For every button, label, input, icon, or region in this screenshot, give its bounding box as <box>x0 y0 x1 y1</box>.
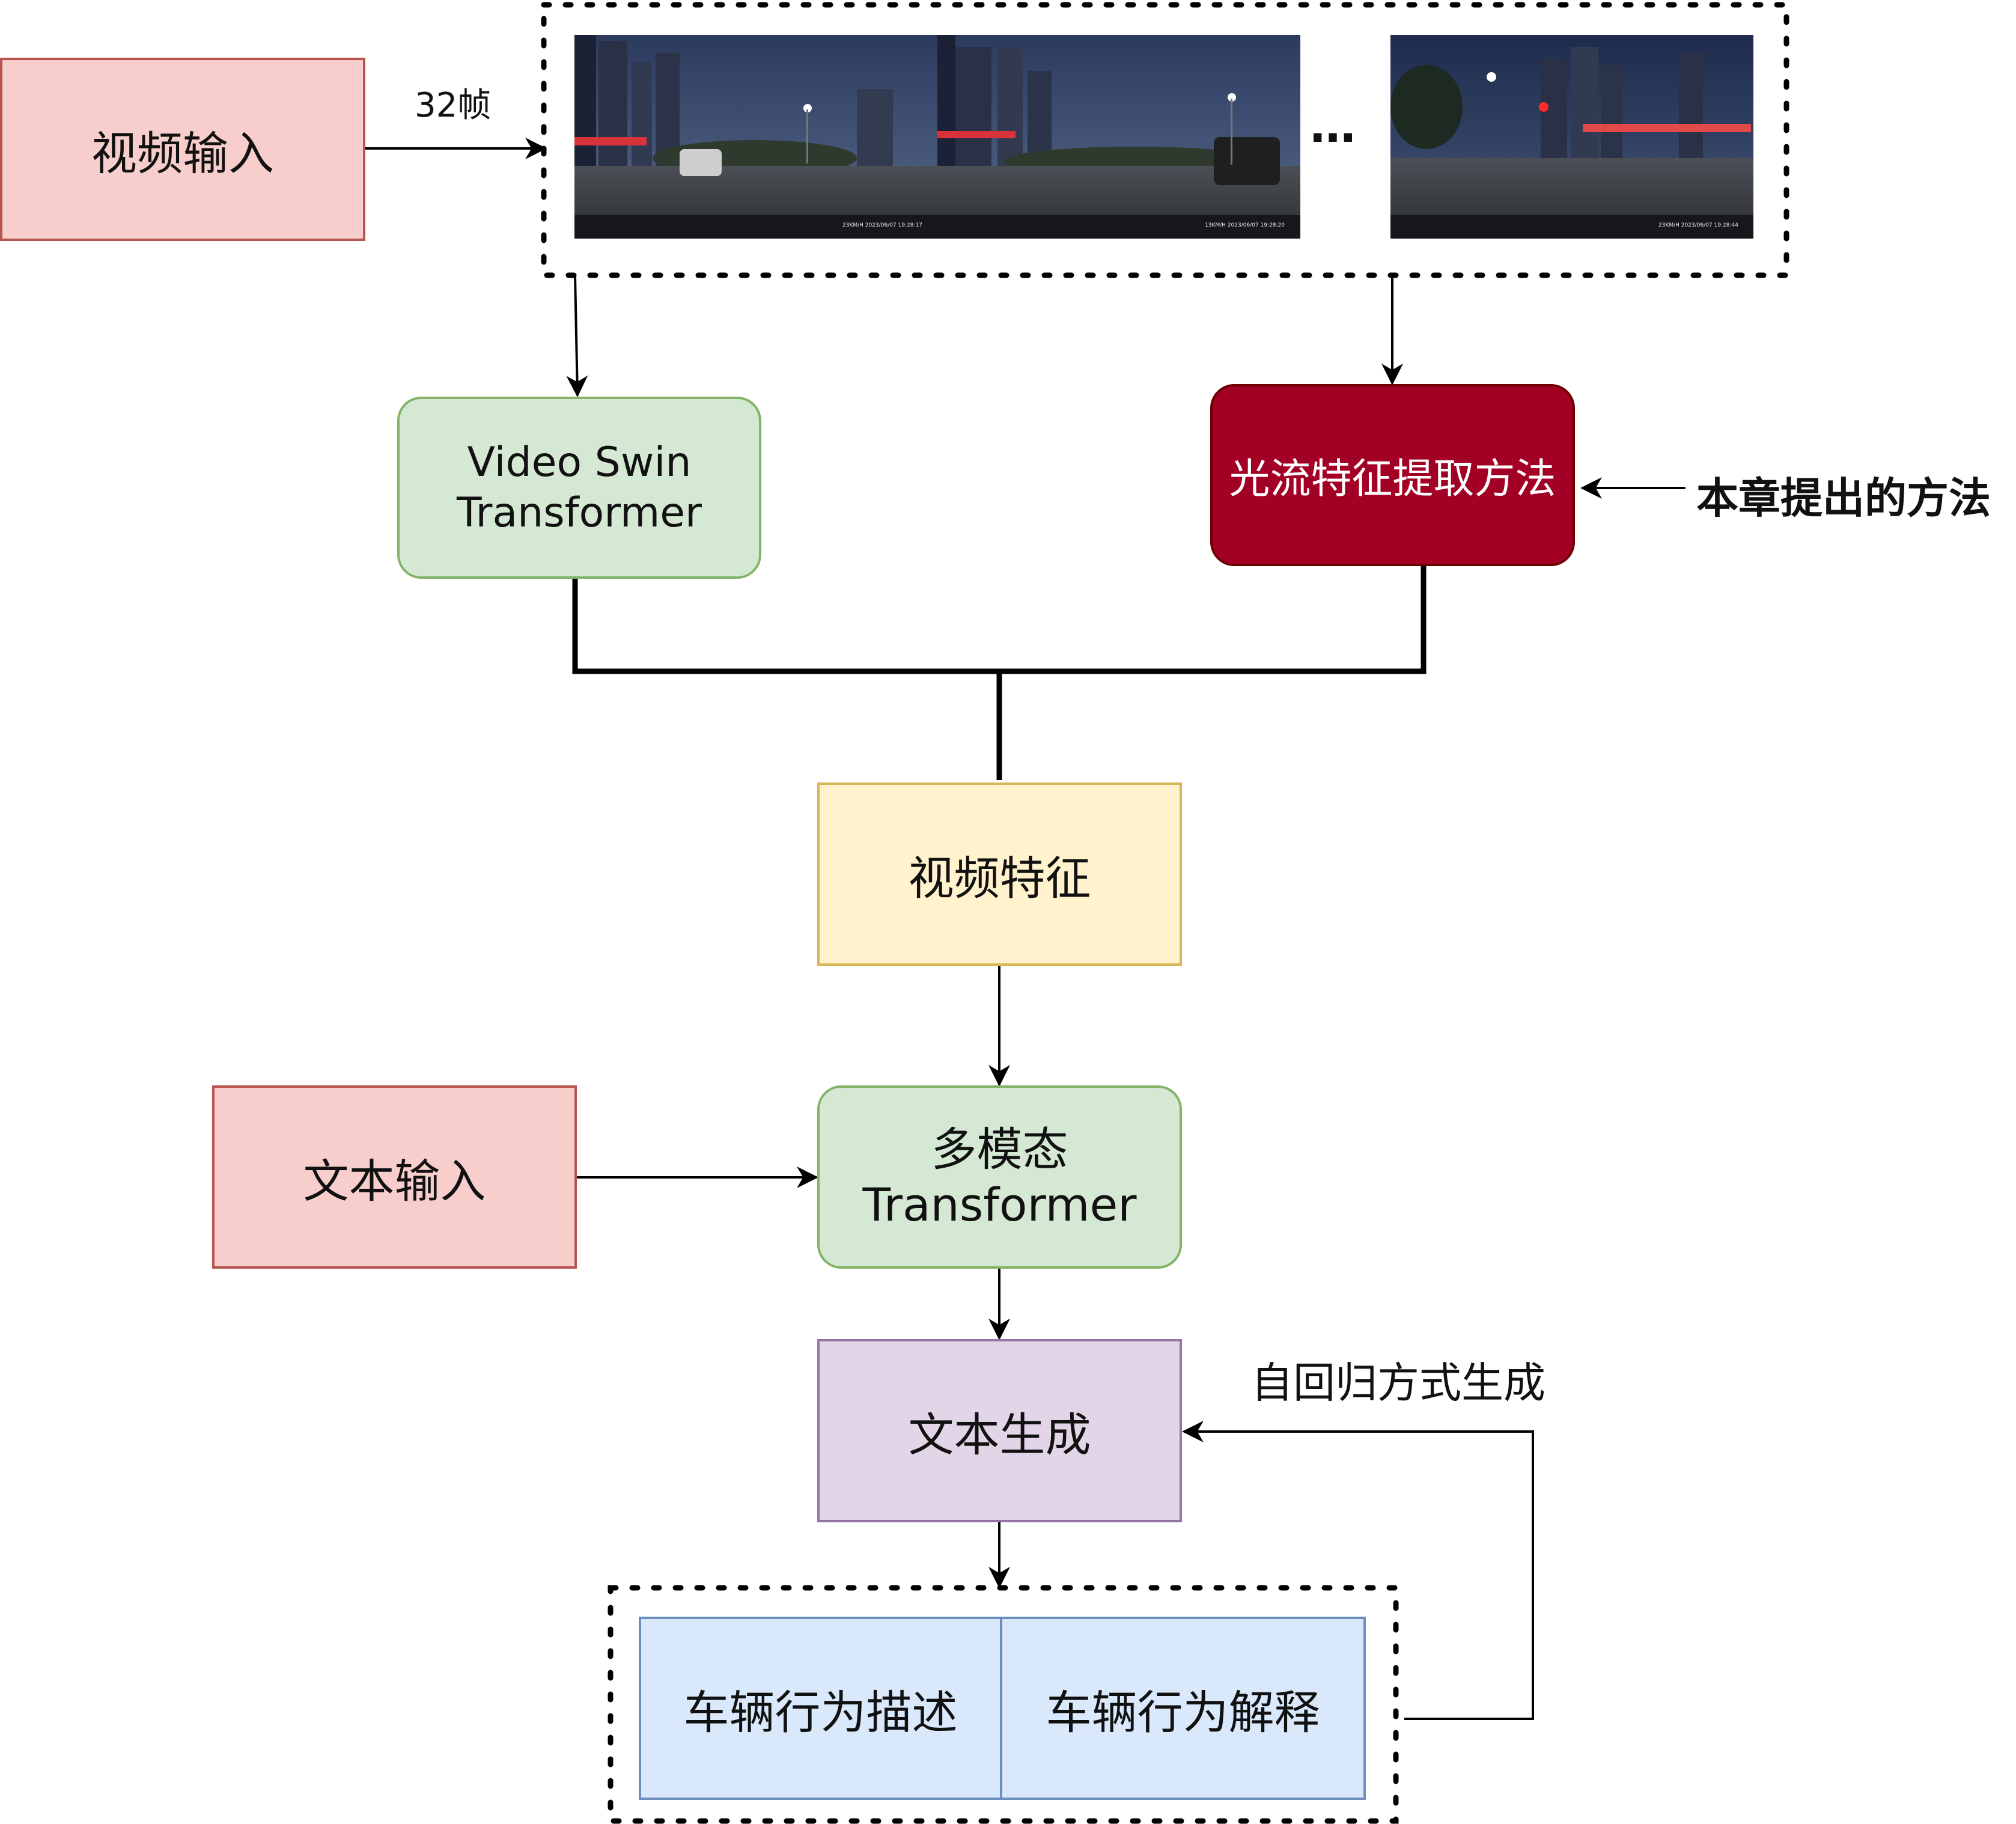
text-input-box: 文本输入 <box>212 1085 577 1269</box>
video-swin-transformer-box: Video Swin Transformer <box>397 397 761 579</box>
frame-thumbnail <box>574 35 937 239</box>
multimodal-line1: 多模态 <box>931 1122 1068 1176</box>
method-note: 本章提出的方法 <box>1696 474 1991 523</box>
video-input-box: 视频输入 <box>0 58 365 241</box>
multimodal-transformer-box: 多模态 Transformer <box>817 1085 1182 1269</box>
optical-flow-box: 光流特征提取方法 <box>1210 384 1575 566</box>
frames-ellipsis: … <box>1310 99 1356 153</box>
text-input-label: 文本输入 <box>303 1154 486 1208</box>
frame-overlay: 23KM/H 2023/06/07 19:28:17 <box>842 222 922 228</box>
frame-overlay: 23KM/H 2023/06/07 19:28:44 <box>1658 222 1738 228</box>
arrow-frames-to-swin <box>566 275 588 397</box>
text-generation-box: 文本生成 <box>817 1339 1182 1522</box>
multimodal-line2: Transformer <box>862 1177 1137 1231</box>
text-generation-label: 文本生成 <box>908 1408 1091 1462</box>
vehicle-behavior-explanation-box: 车辆行为解释 <box>1000 1617 1366 1800</box>
optical-flow-label: 光流特征提取方法 <box>1229 456 1556 503</box>
autoregressive-label: 自回归方式生成 <box>1251 1358 1545 1408</box>
output-describe-label: 车辆行为描述 <box>683 1685 958 1739</box>
frame-thumbnail <box>1390 35 1753 239</box>
swin-line1: Video Swin <box>467 438 692 486</box>
video-input-label: 视频输入 <box>91 126 274 180</box>
video-feature-label: 视频特征 <box>908 851 1091 905</box>
fusion-connector <box>572 566 1427 674</box>
frame-overlay: 13KM/H 2023/06/07 19:28:20 <box>1205 222 1285 228</box>
vehicle-behavior-description-box: 车辆行为描述 <box>639 1617 1002 1800</box>
frame-thumbnail <box>937 35 1300 239</box>
video-feature-box: 视频特征 <box>817 782 1182 966</box>
output-explain-label: 车辆行为解释 <box>1046 1685 1320 1739</box>
swin-line2: Transformer <box>456 489 702 537</box>
frame-count-label: 32帧 <box>415 86 492 125</box>
autoregressive-loop <box>1182 1421 1534 1720</box>
